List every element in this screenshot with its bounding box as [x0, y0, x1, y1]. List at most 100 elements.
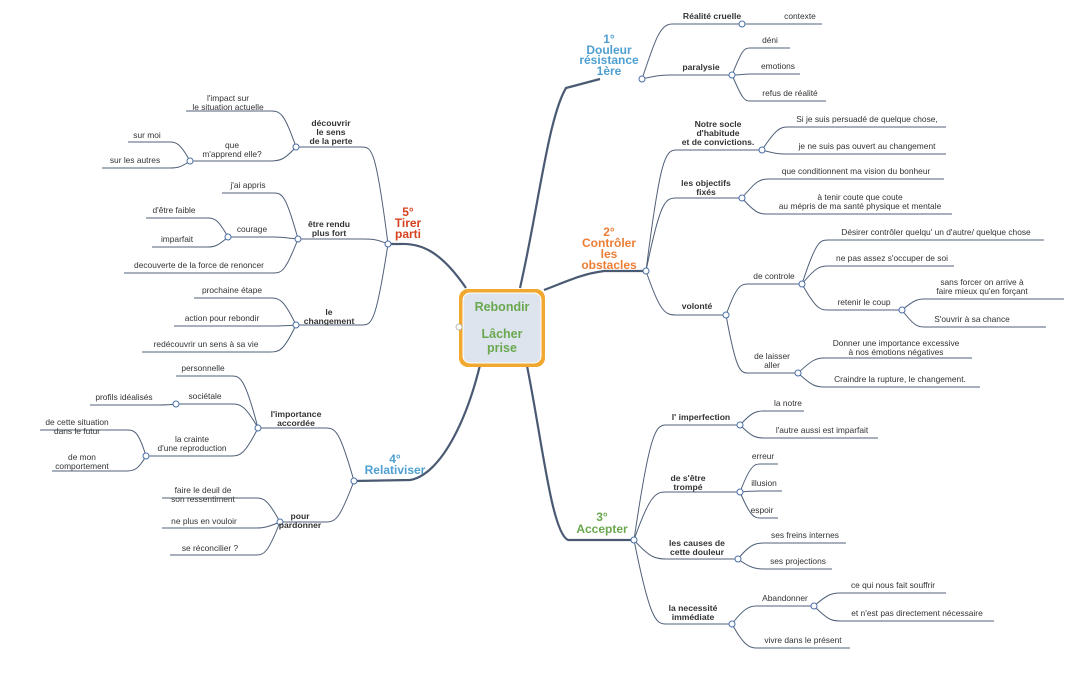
b2-node-socle-l3[interactable]: et de convictions.: [682, 137, 755, 147]
b5-leaf-imparfait[interactable]: imparfait: [161, 234, 194, 244]
branch3-title-l2[interactable]: Accepter: [576, 522, 628, 536]
b2-node-objectifs-l1[interactable]: les objectifs: [681, 178, 731, 188]
branch2-title-l2[interactable]: Contrôler: [582, 236, 636, 250]
b5-leaf-prochaine-etape[interactable]: prochaine étape: [202, 285, 262, 295]
b2-leaf-conditionnent[interactable]: que conditionnent ma vision du bonheur: [782, 166, 931, 176]
b4-node-crainte-l1[interactable]: la crainte: [175, 434, 209, 444]
b5-node-changement-l2[interactable]: changement: [304, 316, 355, 326]
b5-node-apprend-l1[interactable]: que: [225, 140, 239, 150]
b2-node-socle-l2[interactable]: d'habitude: [696, 128, 739, 138]
b3-node-trompe-l1[interactable]: de s'être: [670, 473, 705, 483]
b3-leaf-projections[interactable]: ses projections: [770, 556, 826, 566]
branch5-title-l1[interactable]: 5°: [402, 205, 414, 219]
b1-leaf-contexte[interactable]: contexte: [784, 11, 816, 21]
b1-node-realite-cruelle[interactable]: Réalité cruelle: [683, 11, 741, 21]
b3-leaf-erreur[interactable]: erreur: [752, 451, 775, 461]
b5-leaf-impact-l2[interactable]: le situation actuelle: [192, 102, 264, 112]
b4-leaf-profils-idealises[interactable]: profils idéalisés: [95, 392, 152, 402]
b4-leaf-personnelle[interactable]: personnelle: [181, 363, 225, 373]
b1-leaf-emotions[interactable]: emotions: [761, 61, 795, 71]
b5-leaf-action-rebondir[interactable]: action pour rebondir: [185, 313, 260, 323]
b5-leaf-sur-moi[interactable]: sur moi: [133, 130, 161, 140]
b2-node-laisser-aller-l2[interactable]: aller: [764, 360, 780, 370]
b3-leaf-nous-fait-souffrir[interactable]: ce qui nous fait souffrir: [851, 580, 935, 590]
b3-leaf-pas-necessaire[interactable]: et n'est pas directement nécessaire: [851, 608, 983, 618]
b3-leaf-vivre-present[interactable]: vivre dans le présent: [764, 635, 842, 645]
b4-leaf-comportement-l2[interactable]: comportement: [55, 461, 109, 471]
b2-node-de-controle[interactable]: de controle: [753, 271, 795, 281]
b4-node-pardonner-l1[interactable]: pour: [290, 511, 310, 521]
b5-node-plus-fort-l1[interactable]: être rendu: [308, 219, 350, 229]
branch2-title-l4[interactable]: obstacles: [581, 258, 637, 272]
b3-node-trompe-l2[interactable]: trompé: [673, 482, 702, 492]
b5-leaf-etre-faible[interactable]: d'être faible: [152, 205, 195, 215]
b3-leaf-freins-internes[interactable]: ses freins internes: [771, 530, 839, 540]
branch4-title-l2[interactable]: Relativiser: [365, 463, 426, 477]
b2-node-laisser-aller-l1[interactable]: de laisser: [754, 351, 790, 361]
b1-node-paralysie[interactable]: paralysie: [682, 62, 719, 72]
b3-node-necessite-l2[interactable]: immédiate: [672, 612, 715, 622]
b2-leaf-persuade[interactable]: Si je suis persuadé de quelque chose,: [796, 114, 938, 124]
branch2-title-l3[interactable]: les: [601, 247, 618, 261]
b5-node-apprend-l2[interactable]: m'apprend elle?: [202, 149, 262, 159]
b5-leaf-jai-appris[interactable]: j'ai appris: [229, 180, 265, 190]
branch4-title-l1[interactable]: 4°: [389, 452, 401, 466]
b2-node-retenir-le-coup[interactable]: retenir le coup: [837, 297, 890, 307]
branch1-title-l2[interactable]: Douleur: [586, 43, 632, 57]
b4-node-importance-l1[interactable]: l'importance: [271, 409, 322, 419]
b5-leaf-redecouvrir-sens[interactable]: redécouvrir un sens à sa vie: [154, 339, 259, 349]
b2-leaf-desirer-controler[interactable]: Désirer contrôler quelqu' un d'autre/ qu…: [841, 227, 1031, 237]
b5-node-sens-l1[interactable]: découvrir: [311, 118, 351, 128]
b3-node-causes-l1[interactable]: les causes de: [669, 538, 725, 548]
b2-node-volonte[interactable]: volonté: [682, 301, 713, 311]
b2-leaf-coute-l2[interactable]: au mépris de ma santé physique et mental…: [779, 201, 942, 211]
b5-node-sens-l2[interactable]: le sens: [316, 127, 345, 137]
b3-leaf-la-notre[interactable]: la notre: [774, 398, 802, 408]
b5-node-sens-l3[interactable]: de la perte: [310, 136, 353, 146]
b5-node-courage[interactable]: courage: [237, 224, 268, 234]
b1-leaf-refus-realite[interactable]: refus de réalité: [762, 88, 818, 98]
b5-leaf-sur-les-autres[interactable]: sur les autres: [110, 155, 160, 165]
b2-leaf-sans-forcer-l2[interactable]: faire mieux qu'en forçant: [936, 286, 1028, 296]
branch5-title-l2[interactable]: Tirer: [395, 216, 422, 230]
b4-node-crainte-l2[interactable]: d'une reproduction: [157, 443, 226, 453]
b4-leaf-deuil-l1[interactable]: faire le deuil de: [175, 485, 232, 495]
b4-node-societale[interactable]: sociétale: [188, 391, 221, 401]
b4-node-pardonner-l2[interactable]: pardonner: [279, 520, 322, 530]
b4-leaf-comportement-l1[interactable]: de mon: [68, 452, 96, 462]
branch5-title-l3[interactable]: parti: [395, 227, 421, 241]
b2-leaf-pas-ouvert[interactable]: je ne suis pas ouvert au changement: [798, 141, 937, 151]
b3-node-imperfection[interactable]: l' imperfection: [672, 412, 730, 422]
b2-leaf-ne-pas-soccuper[interactable]: ne pas assez s'occuper de soi: [836, 253, 948, 263]
branch3-title-l1[interactable]: 3°: [596, 510, 608, 524]
center-node[interactable]: Rebondir Lâcher prise: [455, 289, 545, 367]
b3-node-necessite-l1[interactable]: la necessité: [669, 603, 718, 613]
b5-leaf-impact-l1[interactable]: l'impact sur: [207, 93, 249, 103]
branch1-title-l4[interactable]: 1ère: [597, 64, 622, 78]
b4-leaf-reconcilier[interactable]: se réconcilier ?: [182, 543, 239, 553]
b5-node-plus-fort-l2[interactable]: plus fort: [312, 228, 347, 238]
b2-leaf-importance-excessive-l1[interactable]: Donner une importance excessive: [833, 338, 960, 348]
b3-node-causes-l2[interactable]: cette douleur: [670, 547, 725, 557]
b2-node-socle-l1[interactable]: Notre socle: [695, 119, 742, 129]
b4-leaf-ne-plus-en-vouloir[interactable]: ne plus en vouloir: [171, 516, 237, 526]
b3-leaf-autre-imparfait[interactable]: l'autre aussi est imparfait: [776, 425, 869, 435]
b3-leaf-illusion[interactable]: illusion: [751, 478, 777, 488]
b2-leaf-importance-excessive-l2[interactable]: à nos émotions négatives: [849, 347, 944, 357]
b4-leaf-deuil-l2[interactable]: son ressentiment: [171, 494, 235, 504]
b5-node-changement-l1[interactable]: le: [325, 307, 332, 317]
branch2-title-l1[interactable]: 2°: [603, 225, 615, 239]
b2-leaf-craindre-rupture[interactable]: Craindre la rupture, le changement.: [834, 374, 966, 384]
b3-leaf-espoir[interactable]: espoir: [751, 505, 774, 515]
branch1-title-l1[interactable]: 1°: [603, 32, 615, 46]
b2-node-objectifs-l2[interactable]: fixés: [696, 187, 716, 197]
branch1-title-l3[interactable]: résistance: [579, 53, 639, 67]
b1-leaf-deni[interactable]: déni: [762, 35, 778, 45]
b2-leaf-coute-l1[interactable]: à tenir coute que coute: [817, 192, 903, 202]
b4-leaf-situation-futur-l1[interactable]: de cette situation: [45, 417, 109, 427]
b4-node-importance-l2[interactable]: accordée: [277, 418, 315, 428]
b2-leaf-souvrir-chance[interactable]: S'ouvrir à sa chance: [934, 314, 1010, 324]
b2-leaf-sans-forcer-l1[interactable]: sans forcer on arrive à: [940, 277, 1024, 287]
b4-leaf-situation-futur-l2[interactable]: dans le futur: [54, 426, 100, 436]
b3-node-abandonner[interactable]: Abandonner: [762, 593, 808, 603]
